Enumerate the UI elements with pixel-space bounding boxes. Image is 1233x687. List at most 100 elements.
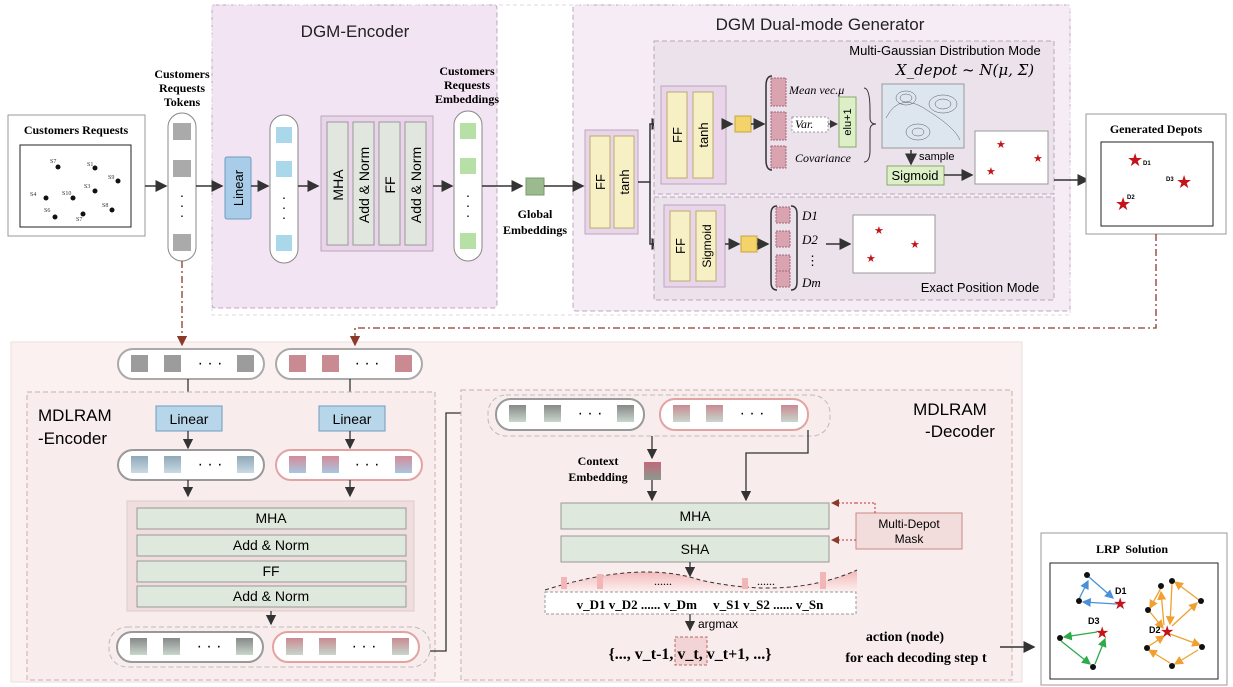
depot-label: D1 <box>1143 161 1151 167</box>
point-label: S7 <box>76 217 82 223</box>
context-embedding <box>644 462 661 480</box>
encoder-title: DGM-Encoder <box>301 22 410 41</box>
svg-text:Global: Global <box>518 207 553 221</box>
logit-vector <box>544 591 857 615</box>
svg-text:· · ·: · · · <box>197 638 222 655</box>
solution-title: LRP Solution <box>1096 542 1168 556</box>
svg-text:★: ★ <box>910 239 920 251</box>
svg-text:·: · <box>180 197 185 213</box>
sigmoid-block <box>695 210 717 282</box>
generator-title: DGM Dual-mode Generator <box>716 15 925 34</box>
tanh-block <box>692 91 714 179</box>
d1-label: D1 <box>801 208 818 223</box>
svg-text:·: · <box>282 189 287 205</box>
decoder-depot-row <box>659 398 809 431</box>
exact-hidden <box>740 235 758 253</box>
svg-text:Customers: Customers <box>439 64 495 78</box>
point-label: S1 <box>87 162 93 168</box>
linear-label: Linear <box>333 411 372 427</box>
ff-label: FF <box>382 176 398 193</box>
svg-text:Embeddings: Embeddings <box>435 92 499 106</box>
depot-label: D2 <box>1127 195 1135 201</box>
cov-label: Covariance <box>795 151 852 165</box>
mask-label: Mask <box>895 532 925 546</box>
customer-points <box>43 164 121 220</box>
svg-text:·: · <box>466 187 471 203</box>
linear-block <box>155 405 223 432</box>
svg-text:·: · <box>466 207 471 223</box>
svg-text:★: ★ <box>1176 172 1192 192</box>
svg-text:★: ★ <box>1160 624 1174 641</box>
svg-text:Context: Context <box>578 454 619 468</box>
action-label: action (node) <box>866 630 945 645</box>
svg-text:★: ★ <box>1113 596 1127 613</box>
global-embedding <box>525 177 545 196</box>
svg-text:·: · <box>282 199 287 215</box>
linear-label: Linear <box>231 169 246 206</box>
mha-label: MHA <box>255 510 287 526</box>
elu-block <box>838 96 857 148</box>
gaussian-formula: X_depot ~ N(μ, Σ) <box>895 61 1034 79</box>
encoded-customer-row <box>116 631 264 663</box>
svg-text:★: ★ <box>1127 150 1143 170</box>
customer-token-row <box>117 348 265 380</box>
svg-text:★: ★ <box>1095 625 1109 642</box>
gaussian-title: Multi-Gaussian Distribution Mode <box>849 43 1040 58</box>
svg-text:· · ·: · · · <box>198 355 223 372</box>
argmax-label: argmax <box>698 617 738 631</box>
svg-text:Tokens: Tokens <box>164 95 201 109</box>
ff-block <box>669 210 691 282</box>
tanh-label: tanh <box>696 122 711 147</box>
embedded-customer-row <box>117 449 265 481</box>
d2-label: D2 <box>801 232 818 247</box>
vector-row: v_D1 v_D2 ...... v_Dm v_S1 v_S2 ...... v… <box>577 597 824 612</box>
tokens-label: Customers Requests Tokens <box>154 67 210 109</box>
sample-label: sample <box>919 151 954 163</box>
exact-output-plot <box>852 214 936 274</box>
decoder-customer-row <box>495 398 645 431</box>
svg-text:· · ·: · · · <box>355 355 380 372</box>
generated-title: Generated Depots <box>1110 122 1203 136</box>
contour-plot <box>881 83 965 149</box>
sigmoid-label: Sigmoid <box>892 168 939 183</box>
tanh-label: tanh <box>617 169 632 194</box>
dm-label: Dm <box>801 275 821 290</box>
input-title: Customers Requests <box>24 123 129 137</box>
encoded-depot-row <box>272 631 420 663</box>
elu-label: elu+1 <box>842 108 854 135</box>
svg-text:......: ...... <box>757 574 775 588</box>
svg-text:★: ★ <box>866 253 876 265</box>
svg-text:· · ·: · · · <box>578 405 603 422</box>
linear-block <box>224 156 252 220</box>
embedded-depot-row <box>275 449 423 481</box>
action-label: for each decoding step t <box>845 651 987 666</box>
solution-depot-label: D3 <box>1088 616 1100 626</box>
ff-block <box>666 91 688 179</box>
add-norm-label: Add & Norm <box>233 537 309 553</box>
decoder-mha-block <box>560 502 830 530</box>
linear-block <box>318 405 386 432</box>
point-label: S7 <box>50 159 56 165</box>
add-norm-label: Add & Norm <box>233 588 309 604</box>
svg-text:......: ...... <box>654 574 672 588</box>
point-label: S10 <box>62 191 71 197</box>
svg-text:★: ★ <box>1115 194 1131 214</box>
svg-text:·: · <box>180 187 185 203</box>
exact-title: Exact Position Mode <box>921 280 1040 295</box>
linear-label: Linear <box>170 411 209 427</box>
add-norm-label: Add & Norm <box>356 147 372 223</box>
svg-text:·: · <box>282 209 287 225</box>
svg-text:Embedding: Embedding <box>568 470 627 484</box>
svg-text:·: · <box>466 197 471 213</box>
var-label: Var. <box>795 117 813 131</box>
ff-label: FF <box>670 127 685 143</box>
svg-text:·: · <box>180 207 185 223</box>
gaussian-output-plot <box>974 130 1049 185</box>
point-label: S3 <box>84 184 90 190</box>
solution-depot-label: D1 <box>1115 586 1127 596</box>
point-label: S6 <box>44 208 50 214</box>
point-label: S8 <box>102 203 108 209</box>
svg-text:· · ·: · · · <box>352 638 377 655</box>
svg-text:Requests: Requests <box>159 81 205 95</box>
multi-depot-mask <box>855 512 963 550</box>
